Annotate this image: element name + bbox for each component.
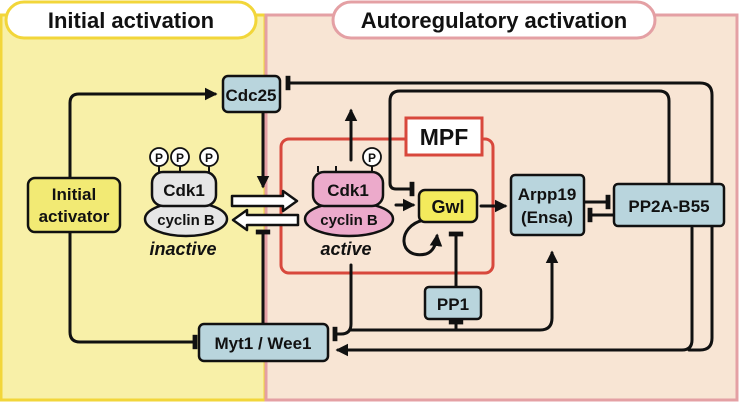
active-label: active	[320, 239, 371, 259]
cdk1-cyclinb-inactive-complex: P P P Cdk1 cyclin B inactive	[143, 147, 229, 259]
autoregulatory-activation-header: Autoregulatory activation	[331, 0, 657, 40]
initial-activator-label-line2: activator	[39, 207, 110, 226]
pp2a-b55-label: PP2A-B55	[628, 197, 709, 216]
cdc25-label: Cdc25	[225, 86, 276, 105]
initial-activation-header: Initial activation	[4, 0, 258, 40]
mpf-label: MPF	[420, 124, 469, 150]
edges	[68, 75, 714, 357]
phospho-circle	[362, 147, 382, 167]
myt1-wee1-label: Myt1 / Wee1	[214, 334, 311, 353]
equilibrium-arrows	[230, 189, 300, 232]
cdk1-active-shape	[311, 170, 385, 208]
initial-activator-node: Initial activator	[26, 176, 122, 234]
phospho-label: P	[176, 151, 184, 165]
cdc25-node: Cdc25	[221, 74, 282, 114]
forward-arrow	[230, 189, 299, 213]
edge-activator-inhibits-myt1	[68, 230, 198, 350]
myt1-wee1-node: Myt1 / Wee1	[197, 322, 330, 363]
arpp19-label-line1: Arpp19	[518, 185, 577, 204]
edge-pp2a-to-myt1	[335, 226, 694, 357]
pp1-label: PP1	[437, 295, 469, 314]
cdk1-active-label: Cdk1	[327, 181, 369, 200]
inactive-phospho-groups: P P P	[149, 147, 219, 167]
edge-cdk1-inhibits-myt1	[332, 263, 353, 342]
cdk1-cyclinb-active-complex: P Cdk1 cyclin B active	[303, 147, 395, 259]
arpp19-node: Arpp19 (Ensa)	[509, 173, 586, 237]
arpp19-label-line2: (Ensa)	[521, 208, 573, 227]
reverse-arrow	[231, 208, 300, 232]
initial-activator-label-line1: Initial	[52, 185, 96, 204]
inactive-label: inactive	[149, 239, 216, 259]
cyclinb-inactive-label: cyclin B	[157, 212, 215, 229]
gwl-label: Gwl	[431, 197, 464, 217]
edge-activator-to-cdc25	[68, 87, 218, 180]
pp1-node: PP1	[423, 285, 483, 321]
phospho-circle	[170, 147, 190, 167]
cdk1-inactive-label: Cdk1	[163, 181, 205, 200]
phospho-circle	[199, 147, 219, 167]
phospho-label: P	[205, 151, 213, 165]
cdk1-inactive-shape	[150, 170, 218, 208]
phospho-circle	[149, 147, 169, 167]
phospho-label: P	[368, 151, 376, 165]
mpf-label-box	[404, 116, 484, 157]
edge-cdk1-to-arpp19	[349, 250, 559, 332]
cyclinb-active-label: cyclin B	[320, 212, 378, 229]
pp2a-b55-node: PP2A-B55	[612, 182, 726, 228]
edge-pp2a-inhibits-gwl	[388, 89, 671, 197]
autoregulatory-activation-title: Autoregulatory activation	[361, 8, 627, 33]
edge-gwl-autoloop	[402, 218, 443, 257]
phospho-label: P	[155, 151, 163, 165]
initial-activation-title: Initial activation	[48, 8, 214, 33]
gwl-node: Gwl	[417, 188, 479, 224]
